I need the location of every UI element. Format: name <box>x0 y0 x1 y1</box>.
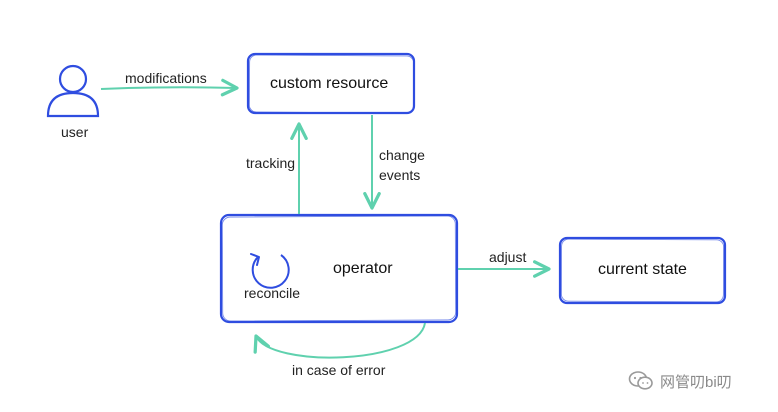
tracking-label: tracking <box>246 155 296 171</box>
wechat-icon <box>628 371 653 390</box>
custom-resource-label: custom resource <box>270 75 389 92</box>
watermark: 网管叨bi叨 <box>628 370 732 392</box>
error-loop-arrow <box>253 322 426 359</box>
custom-resource-box <box>246 52 416 115</box>
modifications-arrow <box>100 78 239 97</box>
modifications-label: modifications <box>125 70 207 86</box>
watermark-text: 网管叨bi叨 <box>660 373 732 391</box>
user-icon <box>46 64 100 118</box>
reconcile-label: reconcile <box>244 285 301 301</box>
change-events-label-line1: change <box>379 147 425 163</box>
user-label: user <box>61 124 89 140</box>
change-events-label-line2: events <box>379 167 421 183</box>
current-state-box <box>558 236 727 305</box>
operator-box <box>219 213 459 324</box>
adjust-label: adjust <box>489 249 527 265</box>
current-state-label: current state <box>598 261 687 278</box>
reconcile-loop-icon <box>250 253 290 289</box>
operator-label: operator <box>333 260 393 277</box>
error-loop-label: in case of error <box>292 362 386 378</box>
